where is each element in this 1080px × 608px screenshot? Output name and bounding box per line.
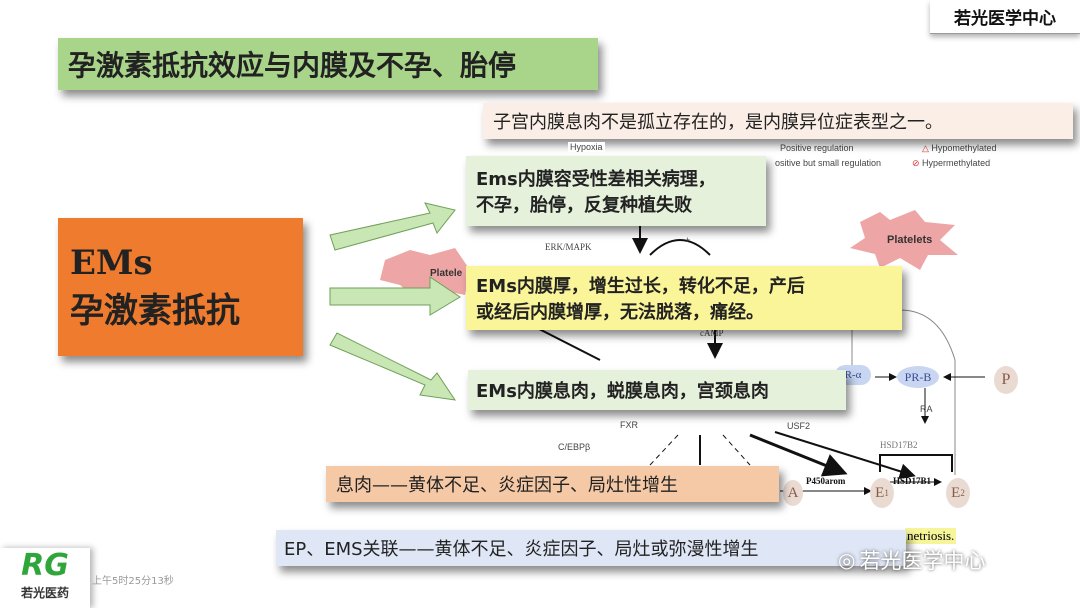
watermark: ◎ 若光医学中心 [838,545,985,575]
box3-line1: EMs内膜息肉，蜕膜息肉，宫颈息肉 [476,381,769,402]
node-pr-b: PR-B [897,366,939,388]
label-platelets-2: Platele [430,268,463,279]
ep-ems-note: EP、EMS关联——黄体不足、炎症因子、局灶或弥漫性增生 [276,530,906,566]
legend-small: ositive but small regulation [775,158,882,168]
e1-text: E [875,484,885,501]
box-polyps: EMs内膜息肉，蜕膜息肉，宫颈息肉 [468,370,846,410]
label-platelets: Platelets [887,234,933,246]
label-cebp: C/EBPβ [558,442,591,452]
label-fxr: FXR [620,420,638,430]
logo: RG 若光医药 [0,548,90,608]
label-hypoxia: Hypoxia [568,142,605,152]
legend-hypo-text: Hypomethylated [931,143,997,153]
box1-line1: Ems内膜容受性差相关病理， [476,169,716,190]
box2-line2: 或经后内膜增厚，无法脱落，痛经。 [476,302,764,323]
legend-positive: Positive regulation [780,143,854,153]
label-camp: cAMP [700,328,724,338]
label-hsd17b2: HSD17B2 [880,440,918,450]
bottom-note-text: EP、EMS关联——黄体不足、炎症因子、局灶或弥漫性增生 [284,539,759,560]
node-a: A [783,480,803,506]
label-usf2: USF2 [787,421,811,431]
label-erk: ERK/MAPK [545,242,592,252]
note-top-text: 子宫内膜息肉不是孤立存在的，是内膜异位症表型之一。 [493,112,943,133]
node-p: P [994,366,1018,394]
box2-line1: EMs内膜厚，增生过长，转化不足，产后 [476,276,805,297]
arrow-up [329,202,456,251]
pathway-diagram [380,210,985,495]
note-polyp-phenotype: 子宫内膜息肉不是孤立存在的，是内膜异位症表型之一。 [483,103,1073,139]
e2-text: E [951,484,961,501]
e2-sub: 2 [960,488,965,498]
slide-title: 孕激素抵抗效应与内膜及不孕、胎停 [58,38,598,90]
label-hsd17b1: HSD17B1 [893,476,932,486]
platelets-burst-2 [380,248,470,298]
legend-hyper: ⊘ Hypermethylated [912,158,991,168]
arrow-mid [329,276,461,316]
legend-hyper-text: Hypermethylated [922,158,991,168]
polyp-note-text: 息肉——黄体不足、炎症因子、局灶性增生 [336,475,678,496]
main-box-line1: EMs [70,242,153,283]
wechat-icon: ◎ [838,548,856,572]
ems-progesterone-resistance-box: EMs 孕激素抵抗 [58,218,303,356]
logo-text: 若光医药 [20,586,69,600]
box1-line2: 不孕，胎停，反复种植失败 [476,195,692,216]
title-text: 孕激素抵抗效应与内膜及不孕、胎停 [68,49,517,82]
logo-mark: RG [21,548,69,583]
legend-hypo: △ Hypomethylated [922,143,997,153]
label-plus: + [685,235,691,245]
timestamp: 上午5时25分13秒 [92,576,174,587]
label-endometriosis: netriosis. [905,528,957,544]
arrow-down [329,332,457,401]
watermark-text: 若光医学中心 [859,549,986,573]
main-box-line2: 孕激素抵抗 [70,290,240,331]
arrows [329,202,461,401]
e1-sub: 1 [884,488,889,498]
box-endometrial-thickening: EMs内膜厚，增生过长，转化不足，产后 或经后内膜增厚，无法脱落，痛经。 [466,266,902,330]
platelets-burst [850,210,958,270]
label-p450: P450arom [806,476,846,486]
brand-top: 若光医学中心 [930,0,1080,34]
polyp-cause-note: 息肉——黄体不足、炎症因子、局灶性增生 [326,466,779,502]
label-ra: RA [920,404,933,414]
box-receptivity: Ems内膜容受性差相关病理， 不孕，胎停，反复种植失败 [466,156,766,226]
